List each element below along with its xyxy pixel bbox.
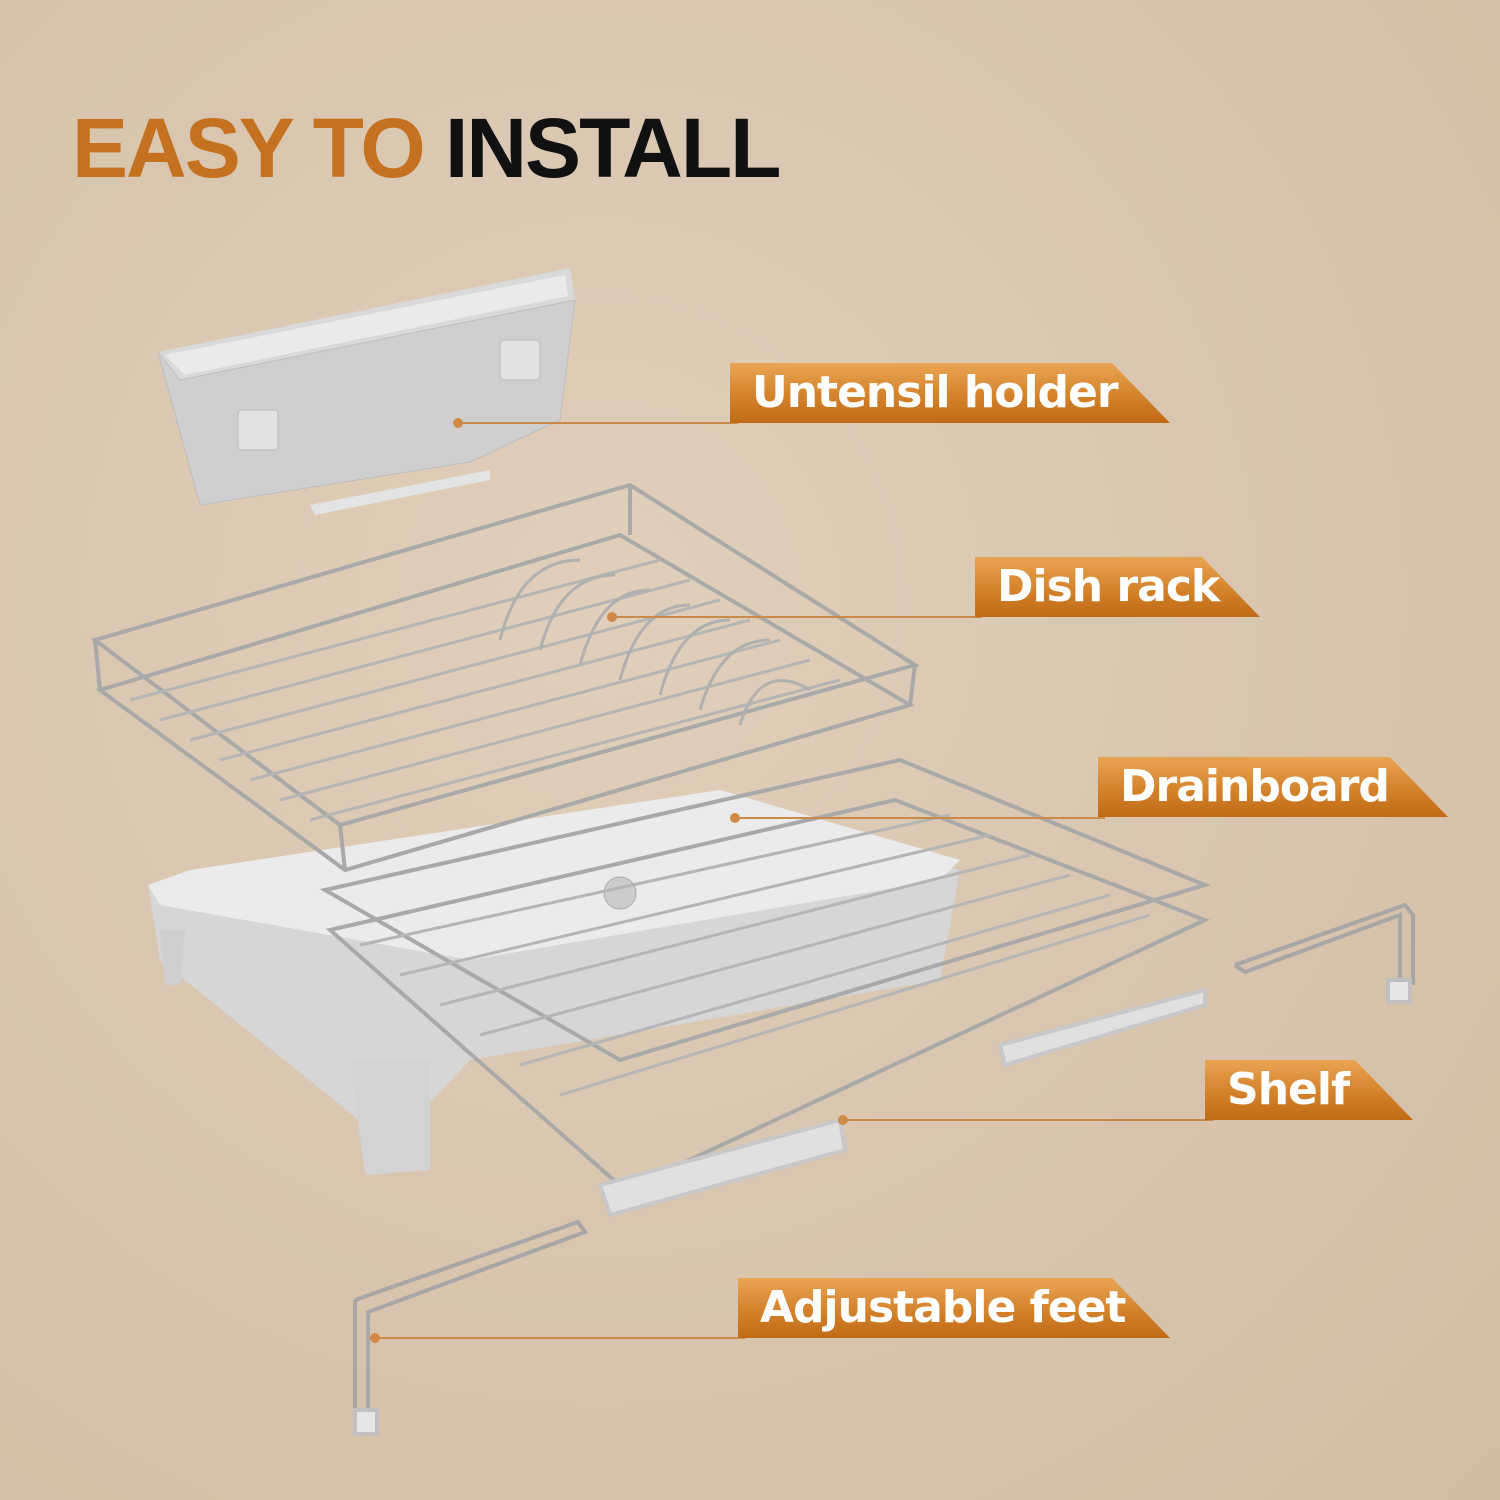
headline-accent: EASY TO bbox=[72, 101, 426, 195]
adjustable-feet-label: Adjustable feet bbox=[738, 1278, 1170, 1338]
headline-main: INSTALL bbox=[445, 101, 781, 195]
headline: EASY TO INSTALL bbox=[72, 100, 781, 197]
dish-rack-leader-line bbox=[612, 616, 982, 618]
dish-rack-illustration bbox=[90, 482, 920, 873]
drainboard-label: Drainboard bbox=[1098, 757, 1448, 817]
utensil-holder-label: Untensil holder bbox=[730, 363, 1170, 423]
shelf-illustration bbox=[319, 757, 1211, 1218]
shelf-leader-line bbox=[843, 1119, 1213, 1121]
utensil-holder-illustration bbox=[157, 268, 576, 515]
utensil-holder-leader-line bbox=[458, 422, 738, 424]
adjustable-feet-illustration bbox=[353, 902, 1415, 1436]
drainboard-leader-line bbox=[735, 817, 1105, 819]
adjustable-feet-leader-line bbox=[375, 1337, 745, 1339]
